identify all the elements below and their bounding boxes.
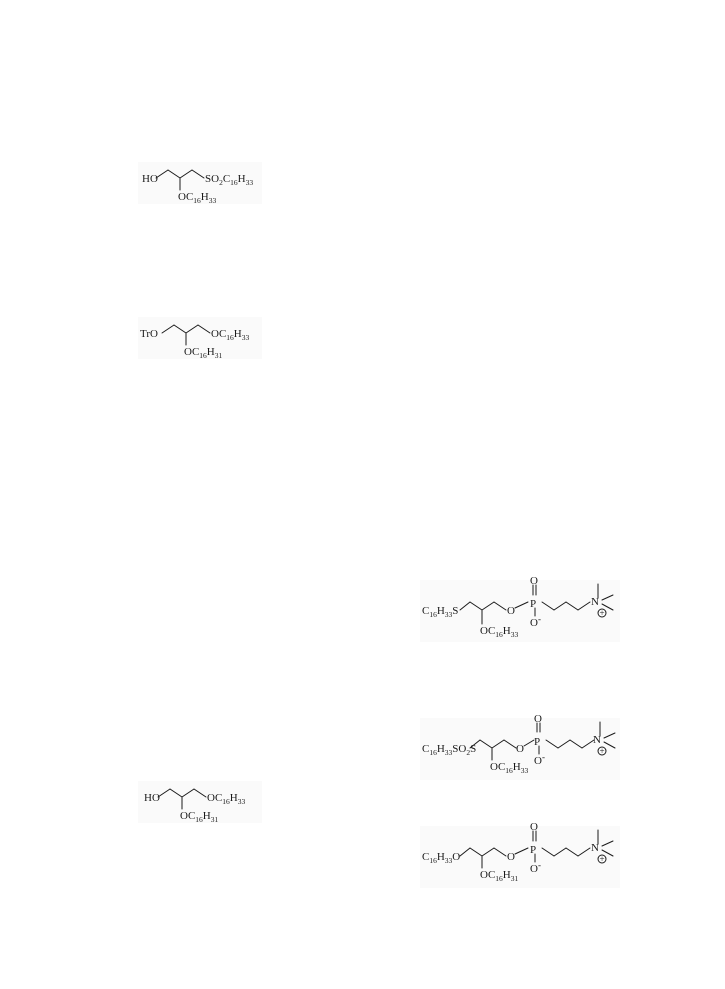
structure-5-drawing: C16H33SO2S OC16H33 O P O O- N + — [422, 713, 616, 775]
structure-1-right-label: SO2C16H33 — [205, 173, 253, 187]
structure-4-left-label: C16H33S — [422, 605, 458, 619]
structure-4-plus-circle — [597, 608, 607, 618]
structure-6-ether-oxygen: O — [507, 851, 515, 863]
structure-hydroxy-diether: HO OC16H33 OC16H31 — [138, 781, 262, 824]
structure-trityl-diether: TrO OC16H33 OC16H31 — [138, 317, 262, 360]
structure-3-right-label: OC16H33 — [207, 792, 245, 806]
structure-4-ether-oxygen: O — [507, 605, 515, 617]
structure-4-nitrogen: N — [591, 596, 599, 608]
structure-4-oxo-oxygen: O — [530, 575, 538, 587]
structure-1-bottom-label: OC16H33 — [178, 191, 216, 205]
structure-5-left-label: C16H33SO2S — [422, 743, 476, 757]
structure-3-bottom-label: OC16H31 — [180, 810, 218, 824]
structure-2-right-label: OC16H33 — [211, 328, 249, 342]
structure-4-drawing: C16H33S OC16H33 O P O O- N + — [422, 575, 614, 639]
structure-thioether-phosphocholine: C16H33S OC16H33 O P O O- N + — [420, 575, 620, 642]
structure-hydroxy-sulfonyl-ether: HO SO2C16H33 OC16H33 — [138, 162, 262, 205]
structure-5-plus-sign: + — [600, 746, 605, 756]
structure-6-oxo-oxygen: O — [530, 821, 538, 833]
structure-2-bottom-label: OC16H31 — [184, 346, 222, 360]
structure-6-plus-sign: + — [600, 854, 605, 864]
structure-6-bottom-label: OC16H31 — [480, 869, 518, 883]
structure-5-anionic-oxygen: O- — [534, 752, 545, 767]
structure-5-phosphorus: P — [534, 736, 540, 748]
structure-5-plus-circle — [597, 746, 607, 756]
structure-1-left-label: HO — [142, 173, 158, 185]
structure-1-drawing: HO SO2C16H33 OC16H33 — [142, 169, 253, 205]
structure-2-left-label: TrO — [140, 328, 158, 340]
structure-4-plus-sign: + — [600, 608, 605, 618]
structure-5-bottom-label: OC16H33 — [490, 761, 528, 775]
structure-diether-phosphocholine: C16H33O OC16H31 O P O O- N + — [420, 821, 620, 888]
structure-2-drawing: TrO OC16H33 OC16H31 — [140, 324, 249, 360]
structure-5-oxo-oxygen: O — [534, 713, 542, 725]
structure-5-nitrogen: N — [593, 734, 601, 746]
structure-6-left-label: C16H33O — [422, 851, 460, 865]
structure-4-anionic-oxygen: O- — [530, 614, 541, 629]
structure-6-drawing: C16H33O OC16H31 O P O O- N + — [422, 821, 614, 883]
structure-3-drawing: HO OC16H33 OC16H31 — [144, 788, 245, 824]
structure-4-bottom-label: OC16H33 — [480, 625, 518, 639]
structure-3-left-label: HO — [144, 792, 160, 804]
structure-6-nitrogen: N — [591, 842, 599, 854]
structure-5-ether-oxygen: O — [516, 743, 524, 755]
structure-4-phosphorus: P — [530, 598, 536, 610]
structure-6-anionic-oxygen: O- — [530, 860, 541, 875]
structure-6-plus-circle — [597, 854, 607, 864]
structure-sulfonyl-phosphocholine: C16H33SO2S OC16H33 O P O O- N + — [420, 713, 620, 780]
structure-6-phosphorus: P — [530, 844, 536, 856]
